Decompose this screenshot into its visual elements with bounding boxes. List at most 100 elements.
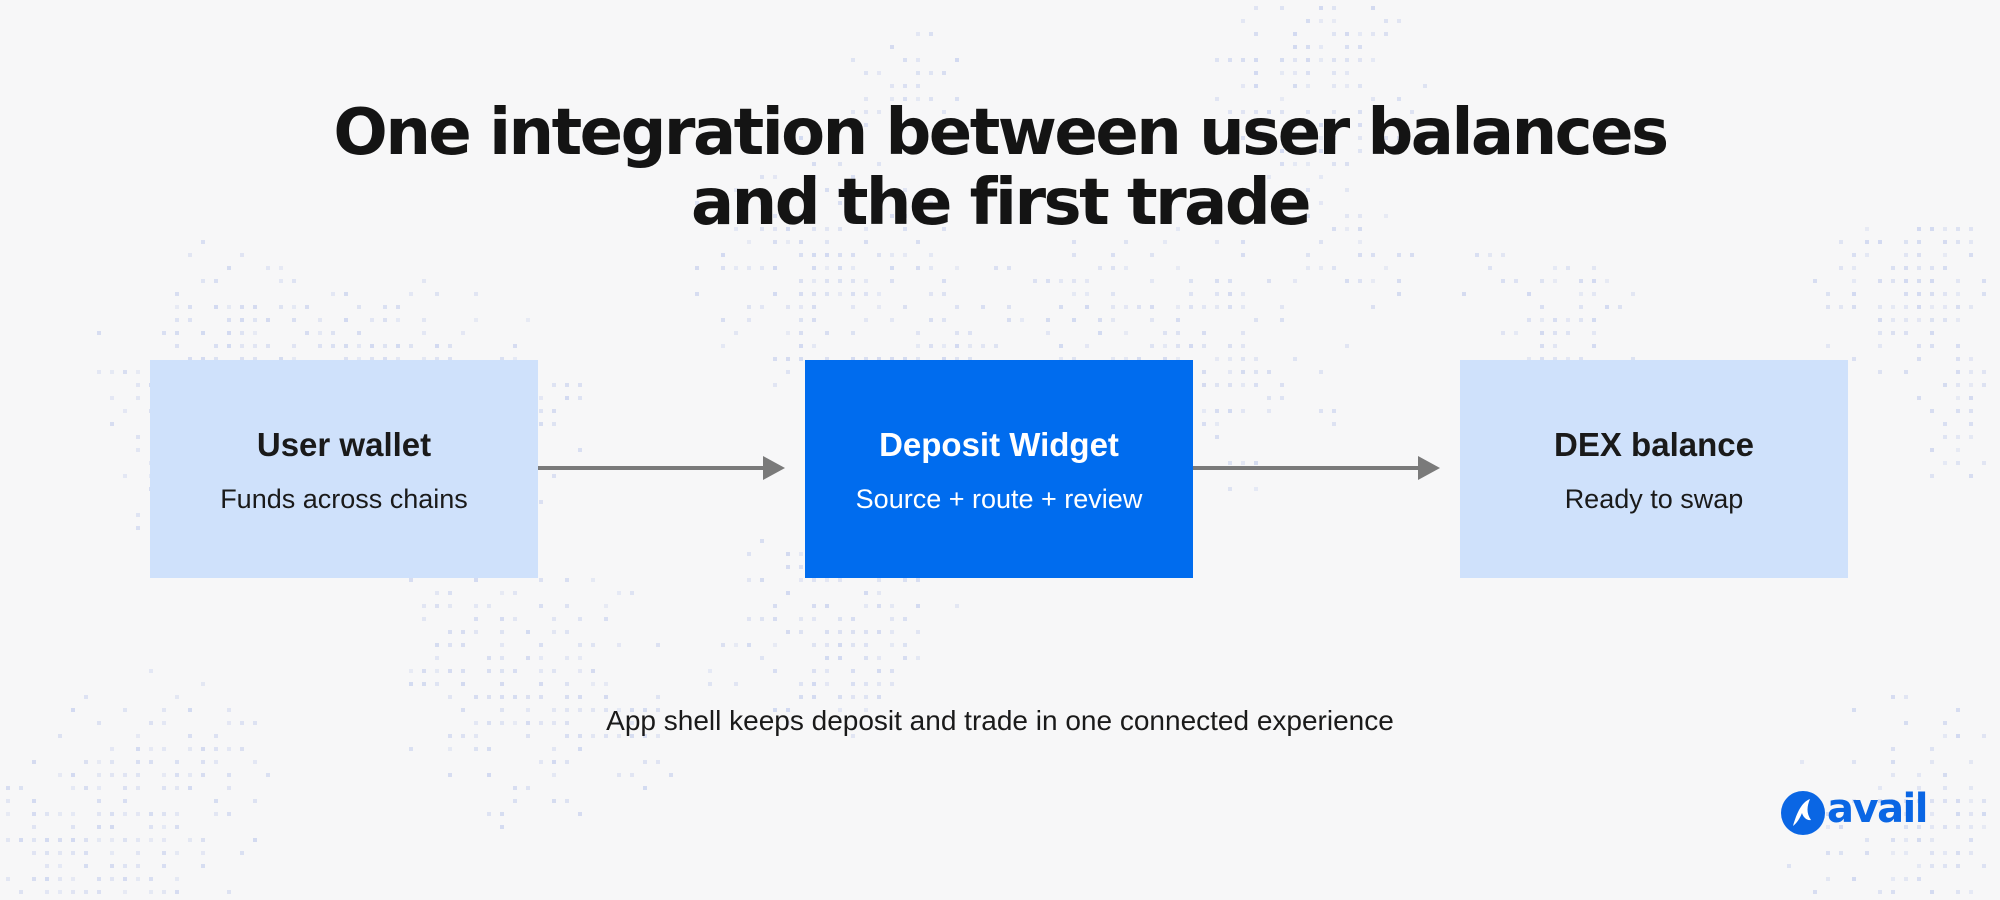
background-dot [799, 682, 803, 686]
background-dot [1878, 786, 1882, 790]
background-dot [890, 266, 894, 270]
background-dot [799, 214, 803, 218]
background-dot [799, 149, 803, 153]
background-dot [201, 279, 205, 283]
background-dot [32, 812, 36, 816]
background-dot [32, 838, 36, 842]
background-dot [838, 643, 842, 647]
background-dot [110, 370, 114, 374]
background-dot [1904, 266, 1908, 270]
background-dot [45, 877, 49, 881]
background-dot [1891, 760, 1895, 764]
background-dot [1423, 84, 1427, 88]
background-dot [1592, 292, 1596, 296]
background-dot [1943, 773, 1947, 777]
background-dot [812, 344, 816, 348]
background-dot [734, 227, 738, 231]
background-dot [227, 812, 231, 816]
background-dot [773, 669, 777, 673]
background-dot [955, 604, 959, 608]
background-dot [812, 617, 816, 621]
background-dot [799, 292, 803, 296]
background-dot [162, 812, 166, 816]
background-dot [136, 396, 140, 400]
background-dot [1358, 136, 1362, 140]
background-dot [539, 409, 543, 413]
background-dot [838, 695, 842, 699]
background-dot [1839, 266, 1843, 270]
title-line-1: One integration between user balances [333, 96, 1669, 170]
background-dot [747, 266, 751, 270]
background-dot [929, 97, 933, 101]
background-dot [1332, 110, 1336, 114]
background-dot [1319, 149, 1323, 153]
background-dot [1280, 71, 1284, 75]
background-dot [1826, 877, 1830, 881]
background-dot [253, 305, 257, 309]
background-dot [1969, 253, 1973, 257]
background-dot [773, 136, 777, 140]
background-dot [1293, 58, 1297, 62]
background-dot [825, 253, 829, 257]
background-dot [1956, 825, 1960, 829]
background-dot [799, 305, 803, 309]
background-dot [825, 292, 829, 296]
background-dot [825, 279, 829, 283]
background-dot [1605, 305, 1609, 309]
background-dot [1267, 396, 1271, 400]
background-dot [500, 812, 504, 816]
background-dot [1241, 84, 1245, 88]
background-dot [1930, 812, 1934, 816]
background-dot [851, 58, 855, 62]
background-dot [955, 266, 959, 270]
background-dot [474, 747, 478, 751]
background-dot [448, 357, 452, 361]
background-dot [1891, 838, 1895, 842]
background-dot [1579, 279, 1583, 283]
background-dot [175, 825, 179, 829]
background-dot [1072, 292, 1076, 296]
background-dot [1930, 409, 1934, 413]
background-dot [1202, 370, 1206, 374]
background-dot [175, 318, 179, 322]
background-dot [825, 266, 829, 270]
background-dot [1839, 240, 1843, 244]
background-dot [136, 812, 140, 816]
background-dot [1878, 331, 1882, 335]
background-dot [773, 240, 777, 244]
background-dot [1878, 890, 1882, 894]
background-dot [1098, 266, 1102, 270]
background-dot [929, 201, 933, 205]
background-dot [1371, 32, 1375, 36]
diagram-title: One integration between user balances an… [0, 98, 2000, 238]
background-dot [877, 292, 881, 296]
background-dot [474, 318, 478, 322]
background-dot [1839, 305, 1843, 309]
background-dot [1618, 305, 1622, 309]
background-dot [201, 240, 205, 244]
background-dot [1813, 890, 1817, 894]
background-dot [1072, 240, 1076, 244]
background-dot [1072, 357, 1076, 361]
background-dot [175, 851, 179, 855]
background-dot [838, 253, 842, 257]
background-dot [227, 708, 231, 712]
background-dot [1956, 227, 1960, 231]
background-dot [149, 877, 153, 881]
background-dot [1969, 812, 1973, 816]
background-dot [1566, 266, 1570, 270]
background-dot [773, 708, 777, 712]
background-dot [136, 838, 140, 842]
background-dot [1514, 331, 1518, 335]
background-dot [539, 500, 543, 504]
background-dot [526, 734, 530, 738]
background-dot [825, 331, 829, 335]
background-dot [799, 357, 803, 361]
background-dot [1878, 370, 1882, 374]
background-dot [175, 344, 179, 348]
background-dot [58, 877, 62, 881]
background-dot [578, 617, 582, 621]
background-dot [6, 877, 10, 881]
background-dot [149, 825, 153, 829]
background-dot [370, 357, 374, 361]
